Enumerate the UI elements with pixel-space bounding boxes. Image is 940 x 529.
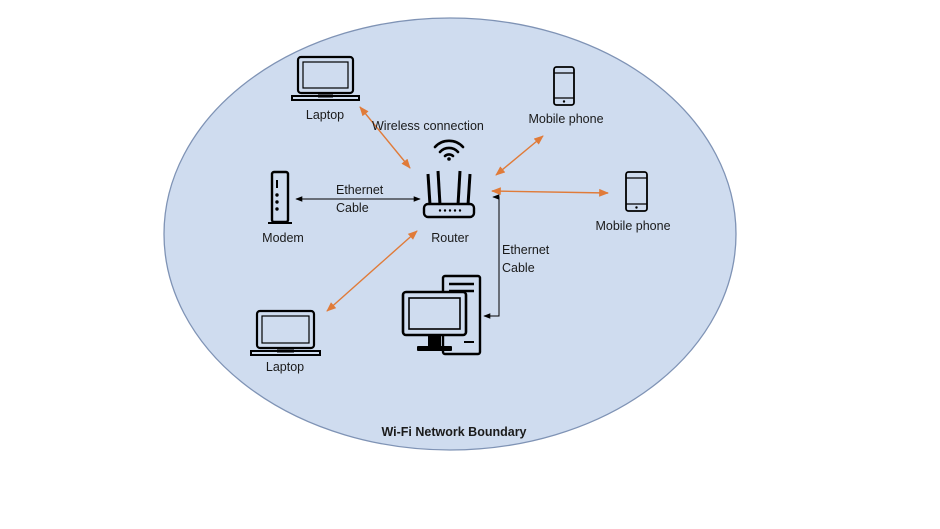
laptop-icon <box>250 309 321 356</box>
boundary-label: Wi-Fi Network Boundary <box>381 425 527 439</box>
wireless-link-laptop-top <box>359 106 411 169</box>
ethernet-desktop-label-2: Cable <box>502 261 535 275</box>
wireless-link-laptop-bottom <box>326 230 418 312</box>
wifi-network-boundary <box>163 17 737 451</box>
router-icon <box>422 170 476 219</box>
laptop-icon <box>291 55 360 101</box>
ethernet-modem-label-1: Ethernet <box>336 183 384 197</box>
wireless-link-mobile-right <box>491 187 609 197</box>
mobile-phone-icon <box>625 171 648 212</box>
ethernet-modem-label-2: Cable <box>336 201 369 215</box>
mobile-phone-icon <box>553 66 575 106</box>
mobile-top-label: Mobile phone <box>528 112 604 126</box>
modem-icon <box>268 170 292 224</box>
ethernet-link-desktop <box>483 194 500 319</box>
desktop-computer-icon <box>401 274 482 356</box>
wireless-link-mobile-top <box>495 135 544 176</box>
wifi-icon <box>433 139 465 161</box>
laptop-top-label: Laptop <box>305 108 345 122</box>
ethernet-desktop-label-1: Ethernet <box>502 243 550 257</box>
modem-label: Modem <box>262 231 304 245</box>
router-label: Router <box>431 231 469 245</box>
mobile-right-label: Mobile phone <box>595 219 671 233</box>
wireless-connection-label: Wireless connection <box>372 119 484 133</box>
laptop-bottom-label: Laptop <box>265 360 305 374</box>
